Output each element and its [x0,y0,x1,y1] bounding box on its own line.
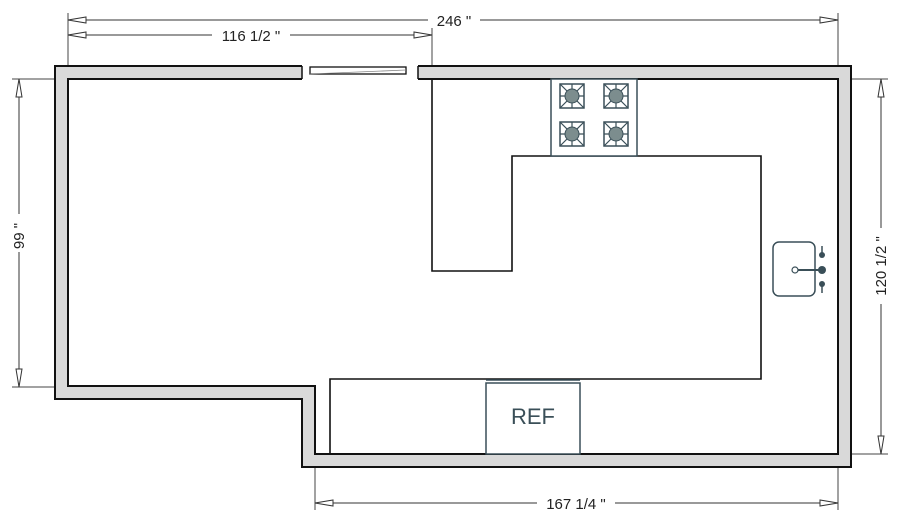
room-walls [54,65,852,468]
dimension-label-bottom: 167 1/4 " [546,496,606,513]
sink-icon [772,241,826,297]
dimension-top-overall: 246 " [67,11,839,66]
dimension-label-left: 99 " [11,223,28,249]
burner-icon [603,83,629,109]
refrigerator-label: REF [511,404,555,429]
refrigerator: REF [485,379,581,455]
dimension-top-partial: 116 1/2 " [67,26,433,66]
door-icon [301,64,419,81]
burner-icon [603,121,629,147]
burner-icon [559,121,585,147]
dimension-left: 99 " [9,78,62,388]
dimension-label-top-overall: 246 " [437,13,472,30]
dimension-label-top-partial: 116 1/2 " [222,28,280,45]
dimension-right: 120 1/2 " [843,78,891,455]
dimension-bottom: 167 1/4 " [314,464,839,513]
dimension-label-right: 120 1/2 " [873,236,890,296]
burner-icon [559,83,585,109]
cooktop [550,78,638,157]
